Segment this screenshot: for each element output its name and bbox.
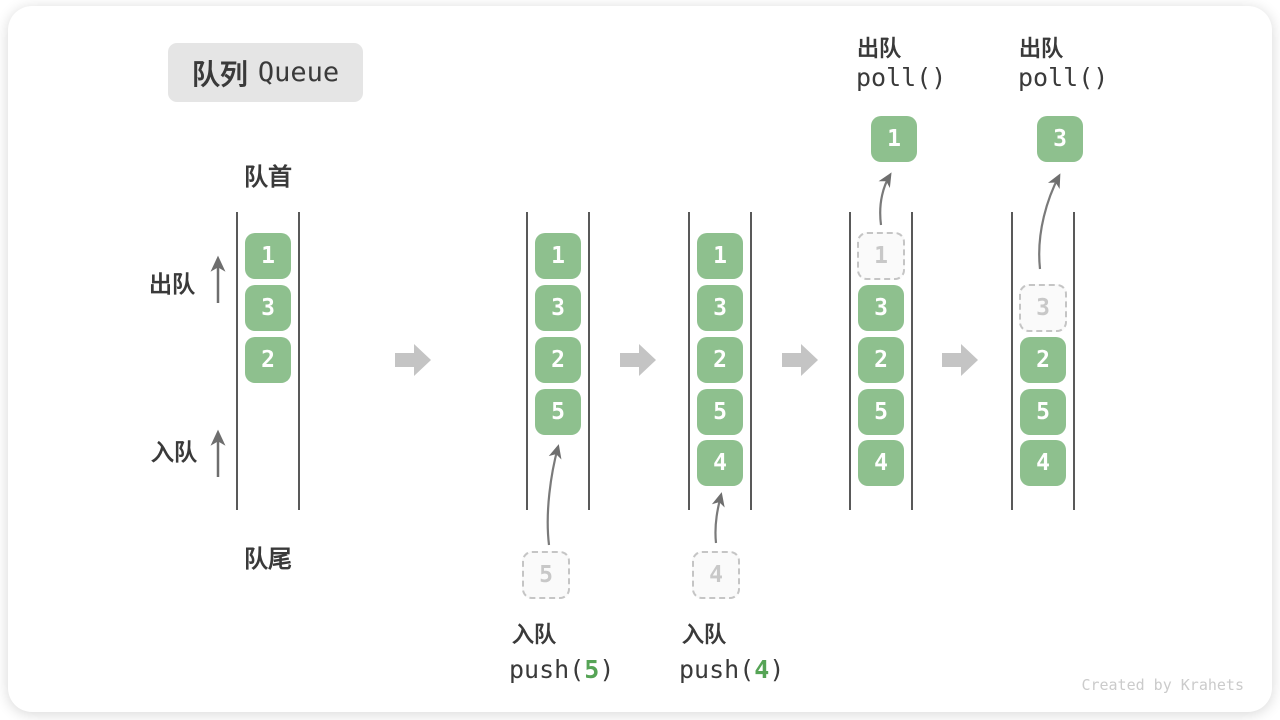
op-label-zh: 出队 [1019, 36, 1064, 61]
enqueue-side-label: 入队 [151, 439, 197, 465]
op-code: push(5) [509, 655, 614, 684]
queue-cell: 2 [245, 337, 291, 383]
op-arg: 4 [754, 655, 770, 684]
queue-cell: 1 [245, 233, 291, 279]
queue-cell: 1 [535, 233, 581, 279]
op-label-zh: 入队 [682, 622, 727, 647]
ghost-cell: 3 [1019, 284, 1067, 332]
queue-cell: 3 [697, 285, 743, 331]
queue-cell: 2 [1020, 337, 1066, 383]
op-close: ) [769, 655, 785, 684]
front-label: 队首 [244, 164, 292, 191]
queue-cell: 1 [697, 233, 743, 279]
op-label-zh: 出队 [857, 36, 902, 61]
queue-wall [911, 212, 913, 510]
queue-wall [526, 212, 528, 510]
popped-cell: 3 [1037, 116, 1083, 162]
queue-cell: 4 [697, 440, 743, 486]
dequeue-side-label: 出队 [149, 271, 195, 297]
op-fn: push( [679, 655, 755, 684]
pending-cell: 4 [692, 551, 740, 599]
rear-label: 队尾 [244, 546, 292, 573]
op-fn: push( [509, 655, 585, 684]
queue-cell: 4 [858, 440, 904, 486]
queue-cell: 5 [697, 389, 743, 435]
ghost-cell: 1 [857, 232, 905, 280]
pending-cell: 5 [522, 551, 570, 599]
queue-cell: 3 [535, 285, 581, 331]
queue-cell: 5 [858, 389, 904, 435]
op-label-zh: 入队 [512, 622, 557, 647]
queue-cell: 2 [697, 337, 743, 383]
queue-wall [236, 212, 238, 510]
queue-wall [298, 212, 300, 510]
canvas-card [8, 6, 1272, 712]
op-code: poll() [856, 63, 947, 92]
op-arg: 5 [584, 655, 600, 684]
queue-cell: 3 [245, 285, 291, 331]
queue-wall [849, 212, 851, 510]
queue-wall [688, 212, 690, 510]
op-close: ) [599, 655, 615, 684]
queue-wall [1073, 212, 1075, 510]
queue-cell: 3 [858, 285, 904, 331]
queue-wall [1011, 212, 1013, 510]
op-code: poll() [1018, 63, 1109, 92]
title-en: Queue [257, 57, 340, 88]
queue-cell: 2 [858, 337, 904, 383]
popped-cell: 1 [871, 116, 917, 162]
queue-cell: 5 [1020, 389, 1066, 435]
queue-cell: 2 [535, 337, 581, 383]
queue-wall [750, 212, 752, 510]
title-zh: 队列 [191, 58, 248, 90]
op-code: push(4) [679, 655, 784, 684]
queue-cell: 5 [535, 389, 581, 435]
title-badge: 队列 Queue [168, 43, 363, 102]
queue-wall [588, 212, 590, 510]
queue-cell: 4 [1020, 440, 1066, 486]
watermark: Created by Krahets [1081, 676, 1244, 694]
